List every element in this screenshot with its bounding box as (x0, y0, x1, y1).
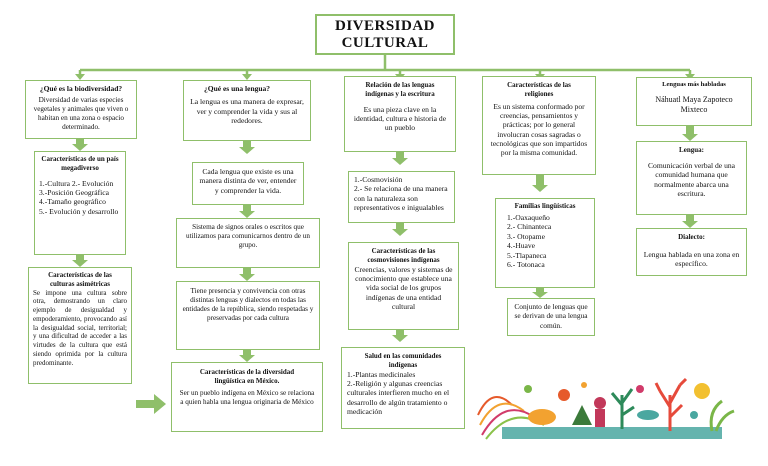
cosmovision-features-box: Características de las cosmovisiones ind… (348, 242, 459, 330)
most-spoken-title: Lenguas más habladas (642, 81, 746, 89)
cosmovision-features-title-b: cosmovisiones indígenas (354, 256, 453, 265)
writing-title-b: indígenas y la escritura (350, 90, 450, 99)
coral-icon (656, 379, 686, 431)
health-title-b: indígenas (347, 361, 459, 370)
language-title: ¿Qué es una lengua? (190, 84, 304, 93)
most-spoken-box: Lenguas más habladas Náhuatl Maya Zapote… (636, 77, 752, 126)
title-line-2: CULTURAL (317, 35, 453, 52)
lengua-text: Comunicación verbal de una comunidad hum… (642, 161, 741, 199)
families-item: 6.- Totonaca (501, 260, 589, 269)
cultural-illustration (472, 345, 740, 445)
sun-icon (694, 383, 710, 399)
language-text: La lengua es una manera de expresar, ver… (190, 97, 304, 125)
megadiverse-item: 3.-Posición Geográfica (39, 188, 121, 197)
asymmetric-box: Características de las culturas asimétri… (28, 267, 132, 384)
families-box: Familias lingüísticas 1.-Oaxaqueño 2.- C… (495, 198, 595, 288)
asymmetric-title-a: Características de las (33, 271, 127, 280)
language-view-box: Cada lengua que existe es una manera dis… (192, 162, 304, 205)
language-view-text: Cada lengua que existe es una manera dis… (198, 167, 298, 195)
megadiverse-title-b: megadiverso (39, 164, 121, 173)
most-spoken-line2: Mixteco (642, 105, 746, 115)
language-box: ¿Qué es una lengua? La lengua es una man… (183, 80, 311, 141)
health-box: Salud en las comunidades indígenas 1.-Pl… (341, 347, 465, 429)
health-item: 1.-Plantas medicinales (347, 370, 459, 379)
writing-box: Relación de las lenguas indígenas y la e… (344, 76, 456, 152)
cosmovision-features-text: Creencias, valores y sistemas de conocim… (354, 265, 453, 312)
common-language-box: Conjunto de lenguas que se derivan de un… (507, 298, 595, 336)
coexistence-box: Tiene presencia y convivencia con otras … (176, 281, 320, 350)
biodiversity-text: Diversidad de varias especies vegetales … (30, 96, 132, 132)
bird-icon (558, 389, 570, 401)
religion-box: Características de las religiones Es un … (482, 76, 596, 175)
dialect-title: Dialecto: (642, 233, 741, 242)
dialect-text: Lengua hablada en una zona en específico… (642, 250, 741, 269)
deer-icon (572, 405, 592, 425)
health-item: 2.-Religión y algunas creencias cultural… (347, 379, 459, 417)
sign-system-box: Sistema de signos orales o escritos que … (176, 218, 320, 268)
cosmovision-box: 1.-Cosmovisión 2.- Se relaciona de una m… (348, 171, 455, 223)
families-item: 1.-Oaxaqueño (501, 213, 589, 222)
person-icon (594, 397, 606, 409)
families-item: 3.- Otopame (501, 232, 589, 241)
religion-text: Es un sistema conformado por creencias, … (488, 102, 590, 158)
mexico-linguistic-box: Características de la diversidad lingüís… (171, 362, 323, 432)
mexico-linguistic-title-a: Características de la diversidad (178, 368, 316, 377)
religion-title-b: religiones (488, 90, 590, 99)
ground-band (502, 427, 722, 439)
writing-text: Es una pieza clave en la identidad, cult… (350, 105, 450, 133)
cosmovision-features-title-a: Características de las (354, 247, 453, 256)
most-spoken-line1: Náhuatl Maya Zapoteco (642, 95, 746, 105)
megadiverse-item: 1.-Cultura 2.- Evolución (39, 179, 121, 188)
families-item: 2.- Chinanteca (501, 222, 589, 231)
lengua-title: Lengua: (642, 146, 741, 155)
health-title-a: Salud en las comunidades (347, 352, 459, 361)
religion-title-a: Características de las (488, 81, 590, 90)
common-language-text: Conjunto de lenguas que se derivan de un… (512, 302, 590, 330)
cosmovision-item: 2.- Se relaciona de una manera con la na… (354, 184, 449, 212)
title-box: DIVERSIDAD CULTURAL (315, 14, 455, 55)
plant-icon (711, 401, 734, 431)
mexico-linguistic-title-b: lingüística en México. (178, 377, 316, 386)
asymmetric-title-b: culturas asimétricas (33, 280, 127, 289)
title-line-1: DIVERSIDAD (317, 18, 453, 35)
families-title: Familias lingüísticas (501, 202, 589, 211)
lengua-box: Lengua: Comunicación verbal de una comun… (636, 141, 747, 215)
biodiversity-box: ¿Qué es la biodiversidad? Diversidad de … (25, 80, 137, 139)
sign-system-text: Sistema de signos orales o escritos que … (182, 223, 314, 250)
megadiverse-box: Características de un país megadiverso 1… (34, 151, 126, 255)
biodiversity-title: ¿Qué es la biodiversidad? (30, 84, 132, 93)
megadiverse-title-a: Características de un país (39, 155, 121, 164)
writing-title-a: Relación de las lenguas (350, 81, 450, 90)
megadiverse-item: 4.-Tamaño geográfico (39, 197, 121, 206)
coexistence-text: Tiene presencia y convivencia con otras … (182, 287, 314, 323)
megadiverse-item: 5.- Evolución y desarrollo (39, 207, 121, 216)
families-item: 5.-Tlapaneca (501, 251, 589, 260)
mexico-linguistic-text: Ser un pueblo indígena en México se rela… (178, 389, 316, 407)
dialect-box: Dialecto: Lengua hablada en una zona en … (636, 228, 747, 276)
cow-icon (528, 409, 556, 425)
cosmovision-item: 1.-Cosmovisión (354, 175, 449, 184)
asymmetric-text: Se impone una cultura sobre otra, demost… (33, 289, 127, 368)
fish-icon (637, 410, 659, 420)
families-item: 4.-Huave (501, 241, 589, 250)
tree-icon (612, 389, 634, 429)
